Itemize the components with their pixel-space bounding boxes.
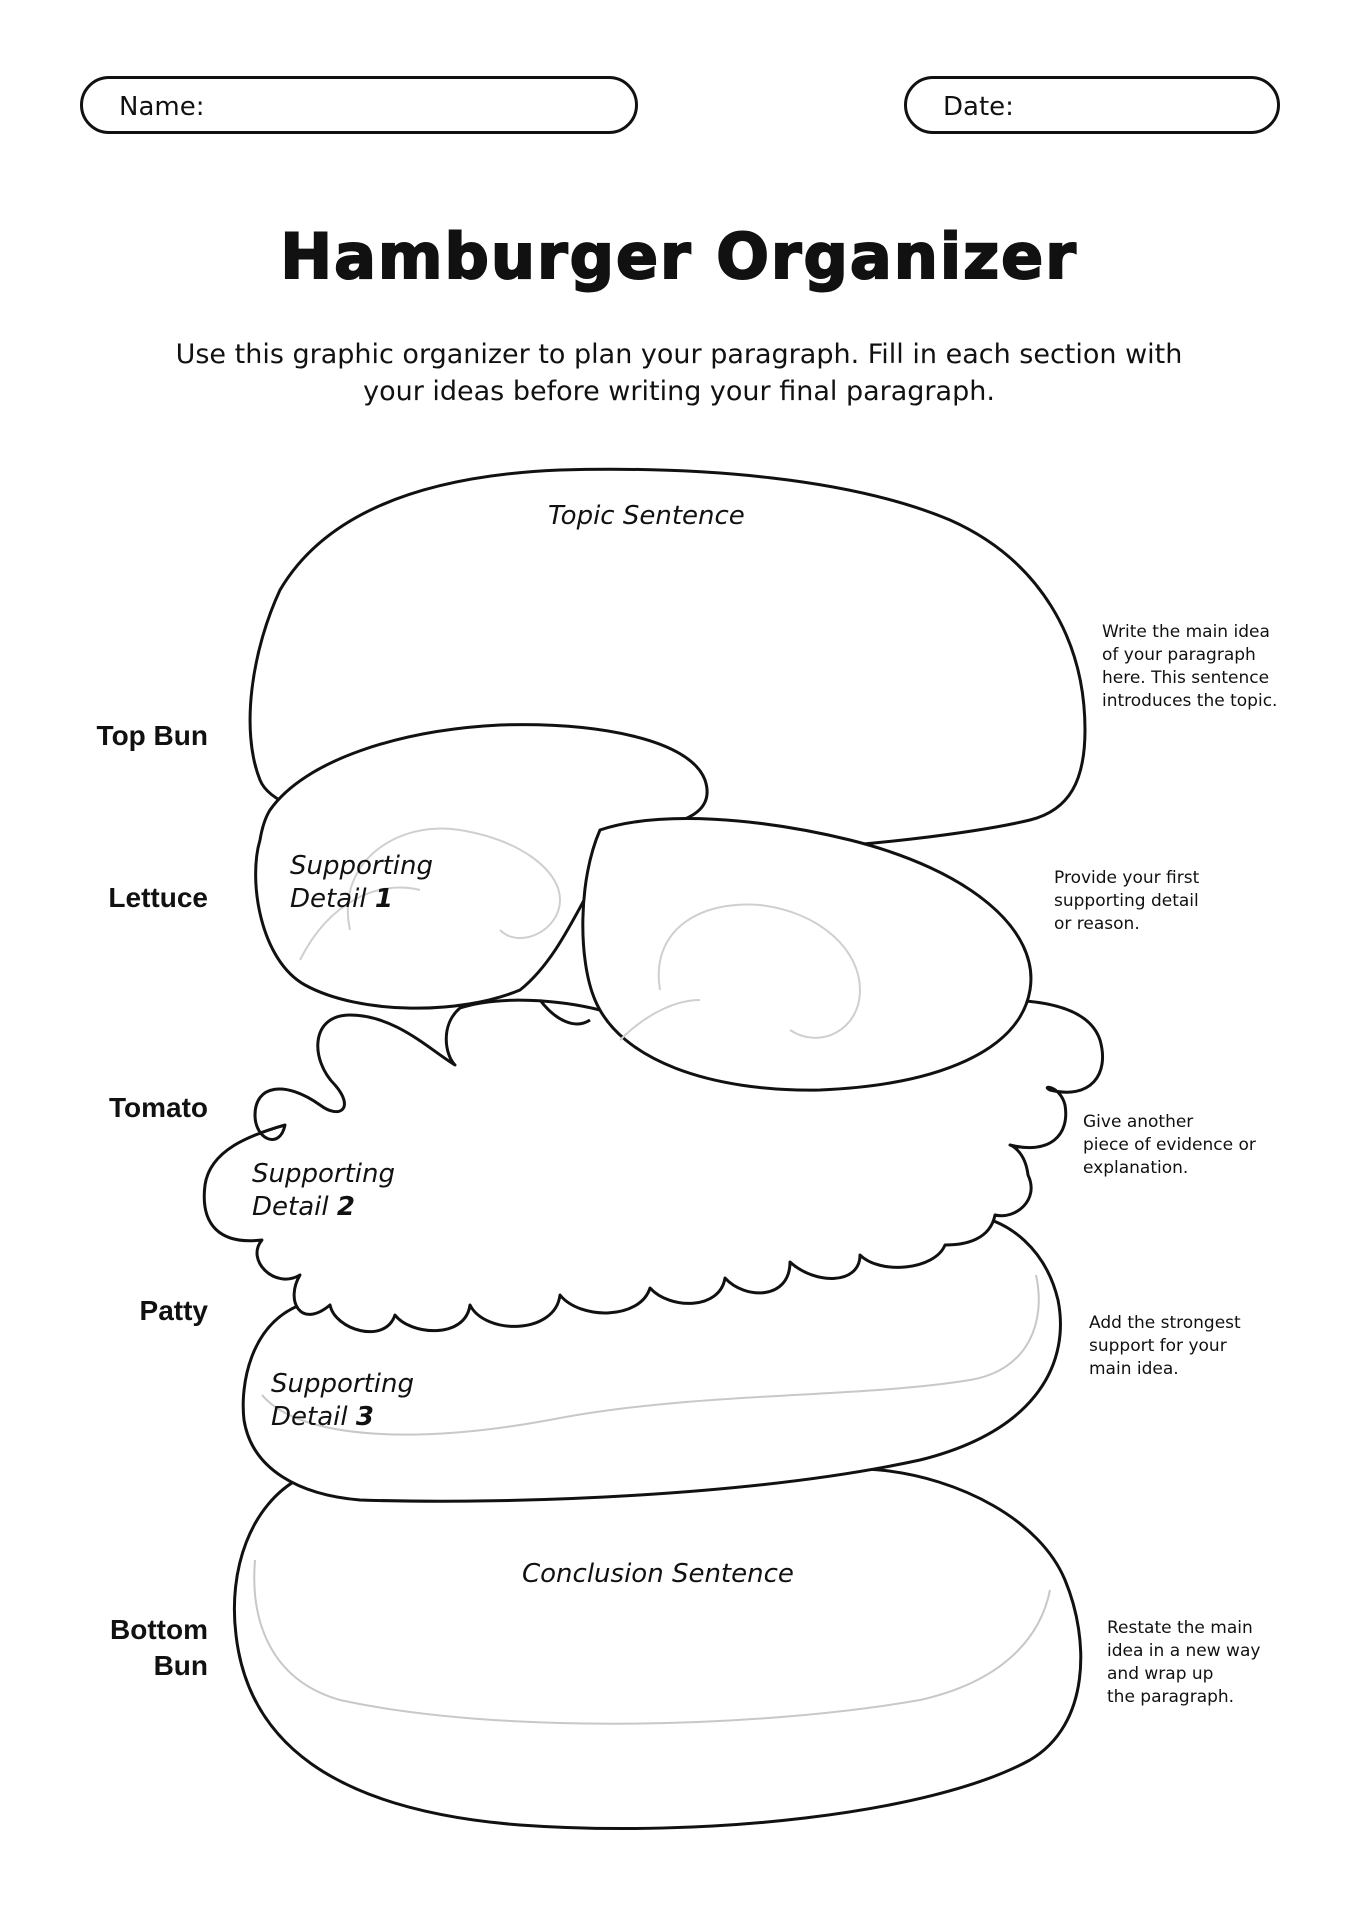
hint-lettuce-line: or reason. [1054,914,1140,934]
lettuce-section-line-1: Supporting [290,851,433,881]
hint-bottom-bun-line: idea in a new way [1107,1641,1261,1661]
hint-top-bun-line: Write the main idea [1102,622,1270,642]
hint-top-bun-line: of your paragraph [1102,645,1256,665]
lettuce-section-number: 1 [374,884,393,914]
page-title: Hamburger Organizer [279,219,1078,294]
label-tomato: Tomato [108,1092,208,1123]
hint-patty-line: support for your [1089,1336,1227,1356]
lettuce-leaf-2 [581,817,1033,1092]
hint-tomato-line: piece of evidence or [1083,1135,1256,1155]
label-bottom-bun: Bottom Bun [110,1612,208,1684]
label-patty: Patty [139,1295,208,1326]
tomato-section-number: 2 [336,1192,355,1222]
label-top-bun: Top Bun [96,720,208,751]
name-field[interactable]: Name: [80,76,638,134]
instructions: Use this graphic organizer to plan your … [150,336,1208,410]
hint-patty: Add the strongest support for your main … [1089,1312,1289,1381]
lettuce-section-text: Supporting Detail 1 [290,850,433,916]
hint-tomato: Give another piece of evidence or explan… [1083,1111,1283,1180]
hint-top-bun-line: introduces the topic. [1102,691,1278,711]
hint-lettuce: Provide your first supporting detail or … [1054,867,1254,936]
patty-section-text: Supporting Detail 3 [271,1368,414,1434]
date-field[interactable]: Date: [904,76,1280,134]
patty-section-line-2: Detail [271,1402,348,1432]
hint-tomato-line: Give another [1083,1112,1194,1132]
patty-section-line-1: Supporting [271,1369,414,1399]
hint-top-bun-line: here. This sentence [1102,668,1270,688]
tomato-section-line-2: Detail [252,1192,329,1222]
hint-tomato-line: explanation. [1083,1158,1189,1178]
label-bottom-bun-line-1: Bottom [110,1614,208,1645]
label-lettuce: Lettuce [108,882,208,913]
hint-bottom-bun: Restate the main idea in a new way and w… [1107,1617,1307,1709]
hint-top-bun: Write the main idea of your paragraph he… [1102,621,1302,713]
instructions-line-2: your ideas before writing your final par… [363,376,995,407]
tomato-section-text: Supporting Detail 2 [252,1158,395,1224]
lettuce-section-line-2: Detail [290,884,367,914]
date-label: Date: [943,92,1014,122]
hint-patty-line: main idea. [1089,1359,1179,1379]
topic-sentence-text: Topic Sentence [548,501,745,531]
hint-bottom-bun-line: Restate the main [1107,1618,1253,1638]
instructions-line-1: Use this graphic organizer to plan your … [175,339,1183,370]
name-input[interactable] [213,89,605,125]
conclusion-sentence-text: Conclusion Sentence [522,1559,794,1589]
hint-bottom-bun-line: and wrap up [1107,1664,1214,1684]
hint-bottom-bun-line: the paragraph. [1107,1687,1235,1707]
name-label: Name: [119,92,205,122]
bottom-bun-shape [232,1461,1083,1831]
hint-patty-line: Add the strongest [1089,1313,1241,1333]
hint-lettuce-line: supporting detail [1054,891,1199,911]
label-bottom-bun-line-2: Bun [153,1650,208,1681]
patty-section-number: 3 [355,1402,374,1432]
tomato-section-line-1: Supporting [252,1159,395,1189]
date-input[interactable] [1027,89,1247,125]
hint-lettuce-line: Provide your first [1054,868,1200,888]
